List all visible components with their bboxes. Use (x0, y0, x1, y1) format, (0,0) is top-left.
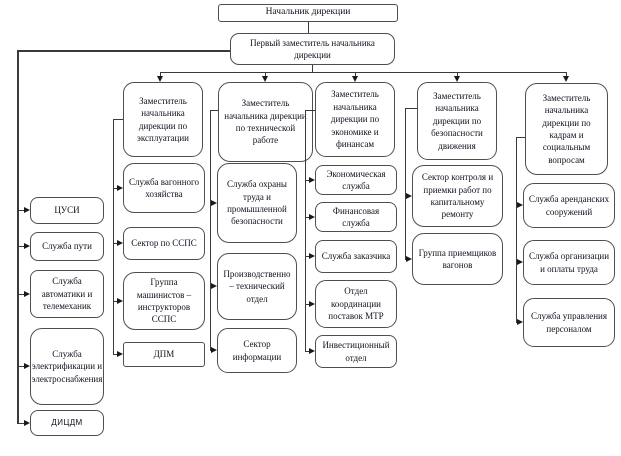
arrow-right (309, 348, 315, 354)
arrow-right (517, 259, 523, 265)
arrow-down (563, 76, 569, 82)
connector-bus-stub (516, 137, 525, 138)
box-automation-service: Служба автоматики и телемеханик (30, 270, 104, 318)
box-investment-dept: Инвестиционный отдел (315, 335, 397, 368)
connector-bus-stub (305, 110, 315, 111)
box-deputy-technical: Заместитель начальника дирекции по техни… (218, 82, 313, 162)
arrow-down (157, 76, 163, 82)
arrow-right (309, 253, 315, 259)
connector-branch (305, 217, 310, 218)
box-wagon-inspectors-group: Группа приемщиков вагонов (412, 233, 503, 285)
box-information-sector: Сектор информации (217, 328, 297, 373)
box-ssps-sector: Сектор по ССПС (123, 227, 205, 260)
connector-drop (355, 72, 356, 77)
box-dicdm: ДИЦДМ (30, 410, 104, 436)
arrow-right (211, 200, 217, 206)
arrow-right (309, 177, 315, 183)
box-head-of-directorate: Начальник дирекции (218, 4, 398, 22)
connector-deputy-stub (312, 65, 313, 72)
arrow-right (517, 202, 523, 208)
arrow-right (117, 240, 123, 246)
arrow-down (262, 76, 268, 82)
connector-branch (305, 256, 310, 257)
connector-trunk-vertical (17, 50, 19, 424)
box-financial-service: Финансовая служба (315, 202, 397, 232)
arrow-right (406, 256, 412, 262)
arrow-right (211, 347, 217, 353)
box-rental-facilities-service: Служба аренданских сооружений (523, 183, 615, 228)
connector-bus (516, 137, 517, 322)
box-cusi: ЦУСИ (30, 197, 104, 224)
box-wagon-service: Служба вагонного хозяйства (123, 163, 205, 213)
connector-branch (113, 301, 118, 302)
connector-branch (19, 366, 25, 367)
connector-trunk-horizontal (18, 50, 230, 52)
connector-branch (113, 243, 118, 244)
connector-bus (210, 110, 211, 350)
arrow-right (406, 193, 412, 199)
arrow-right (117, 185, 123, 191)
box-deputy-operations: Заместитель начальника дирекции по экспл… (123, 82, 203, 157)
box-track-service: Служба пути (30, 232, 104, 261)
connector-bus-stub (113, 119, 123, 120)
arrow-right (24, 363, 30, 369)
arrow-down (352, 76, 358, 82)
connector-bus-stub (210, 110, 218, 111)
box-first-deputy: Первый заместитель начальника дирекции (230, 33, 395, 65)
box-deputy-hr: Заместитель начальника дирекции по кадра… (525, 83, 608, 175)
connector-drop (160, 72, 161, 77)
box-instructor-group: Группа машинистов – инструкторов ССПС (123, 272, 205, 330)
box-labor-safety-service: Служба охраны труда и промышленной безоп… (217, 163, 297, 243)
box-dpm: ДПМ (123, 342, 205, 367)
connector-drop (457, 72, 458, 77)
connector-distribution (160, 72, 567, 73)
box-electrification-service: Служба электрификации и электроснабжения (30, 328, 104, 405)
connector-branch (19, 210, 25, 211)
box-personnel-service: Служба управления персоналом (523, 298, 615, 347)
box-mtr-supply-dept: Отдел координации поставок МТР (315, 280, 397, 328)
connector-branch (305, 180, 310, 181)
arrow-right (517, 319, 523, 325)
connector-root-to-deputy (308, 22, 309, 33)
connector-branch (113, 354, 118, 355)
connector-branch (305, 351, 310, 352)
arrow-down (454, 76, 460, 82)
connector-bus-stub (405, 108, 417, 109)
box-labor-organization-service: Служба организации и оплаты труда (523, 240, 615, 285)
arrow-right (309, 301, 315, 307)
box-deputy-safety: Заместитель начальника дирекции по безоп… (417, 82, 497, 160)
arrow-right (117, 298, 123, 304)
connector-branch (113, 188, 118, 189)
arrow-right (24, 243, 30, 249)
arrow-right (117, 351, 123, 357)
arrow-right (24, 420, 30, 426)
connector-branch (19, 246, 25, 247)
box-deputy-economics: Заместитель начальника дирекции по эконо… (315, 82, 395, 157)
arrow-right (24, 291, 30, 297)
connector-drop (265, 72, 266, 77)
box-economic-service: Экономическая служба (315, 165, 397, 195)
arrow-right (211, 283, 217, 289)
arrow-right (309, 214, 315, 220)
connector-branch (19, 294, 25, 295)
box-overhaul-control-sector: Сектор контроля и приемки работ по капит… (412, 165, 503, 227)
arrow-right (24, 207, 30, 213)
connector-bus (113, 119, 114, 355)
connector-branch (19, 423, 25, 424)
connector-drop (566, 72, 567, 77)
box-customer-service: Служба заказчика (315, 240, 397, 273)
connector-bus (305, 110, 306, 352)
connector-branch (305, 304, 310, 305)
box-production-technical-dept: Производственно – технический отдел (217, 253, 297, 320)
connector-bus (405, 108, 406, 259)
